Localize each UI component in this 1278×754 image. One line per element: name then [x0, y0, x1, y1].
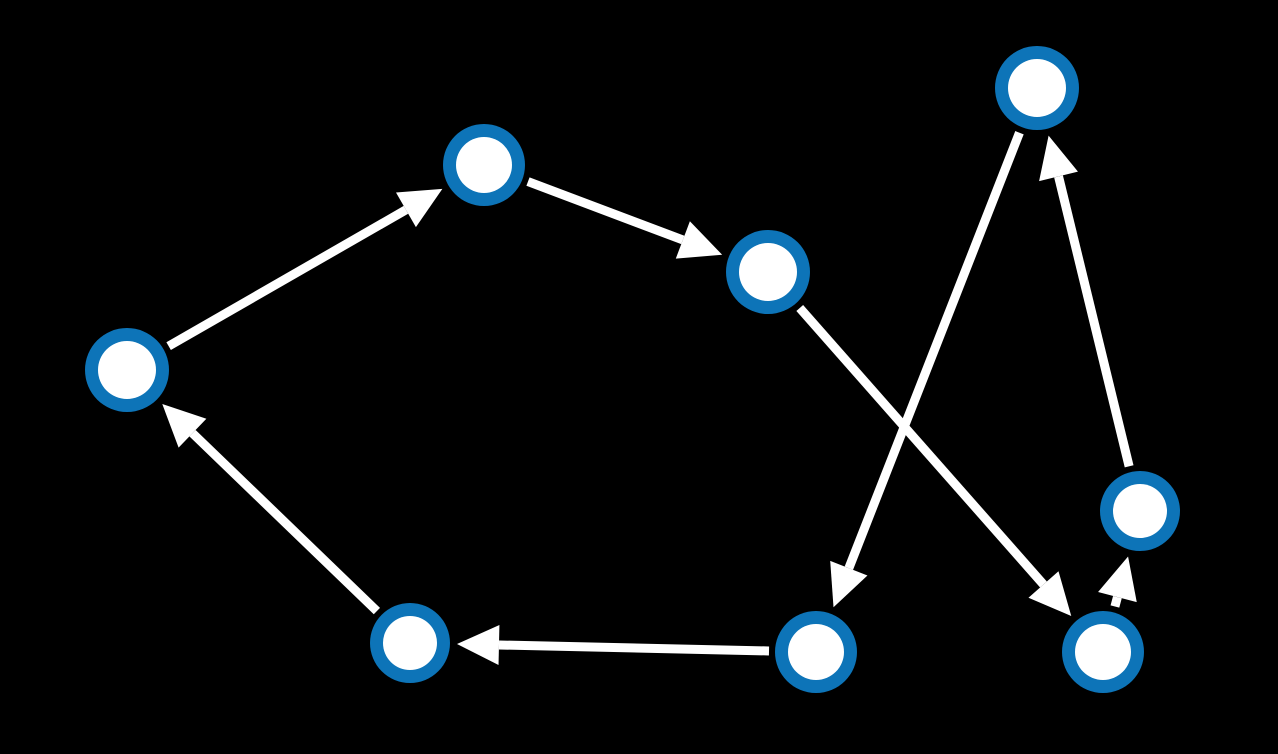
- node-core: [1113, 484, 1167, 538]
- arrowhead-icon: [162, 404, 207, 448]
- graph-node[interactable]: [370, 603, 450, 683]
- graph-node[interactable]: [443, 124, 525, 206]
- edge-layer: [162, 131, 1137, 665]
- graph-edge[interactable]: [166, 188, 443, 351]
- edge-line: [844, 131, 1024, 570]
- node-layer: [85, 46, 1180, 693]
- edge-line: [1054, 175, 1134, 468]
- graph-node[interactable]: [1100, 471, 1180, 551]
- graph-node[interactable]: [85, 328, 169, 412]
- edge-line: [166, 205, 409, 351]
- arrowhead-icon: [1098, 556, 1137, 603]
- arrowhead-icon: [675, 221, 723, 259]
- arrowhead-icon: [1028, 571, 1072, 616]
- graph-edge[interactable]: [1098, 556, 1137, 608]
- graph-edge[interactable]: [162, 404, 381, 615]
- graph-edge[interactable]: [796, 305, 1072, 616]
- arrowhead-icon: [830, 560, 868, 608]
- graph-node[interactable]: [995, 46, 1079, 130]
- node-core: [788, 624, 844, 680]
- node-core: [739, 243, 797, 301]
- node-core: [456, 137, 512, 193]
- graph-node[interactable]: [1062, 611, 1144, 693]
- edge-line: [1110, 595, 1122, 608]
- graph-edge[interactable]: [830, 131, 1024, 608]
- graph-edge[interactable]: [526, 177, 723, 259]
- edge-line: [498, 640, 770, 656]
- node-core: [1075, 624, 1131, 680]
- graph-edge[interactable]: [1039, 135, 1134, 468]
- graph-node[interactable]: [775, 611, 857, 693]
- edge-line: [189, 429, 381, 615]
- node-core: [1008, 59, 1066, 117]
- arrowhead-icon: [395, 188, 443, 228]
- graph-node[interactable]: [726, 230, 810, 314]
- graph-edge[interactable]: [456, 624, 770, 665]
- node-core: [98, 341, 156, 399]
- arrowhead-icon: [456, 624, 500, 665]
- edge-line: [796, 305, 1047, 588]
- node-core: [383, 616, 437, 670]
- arrowhead-icon: [1039, 135, 1078, 182]
- edge-line: [526, 177, 685, 245]
